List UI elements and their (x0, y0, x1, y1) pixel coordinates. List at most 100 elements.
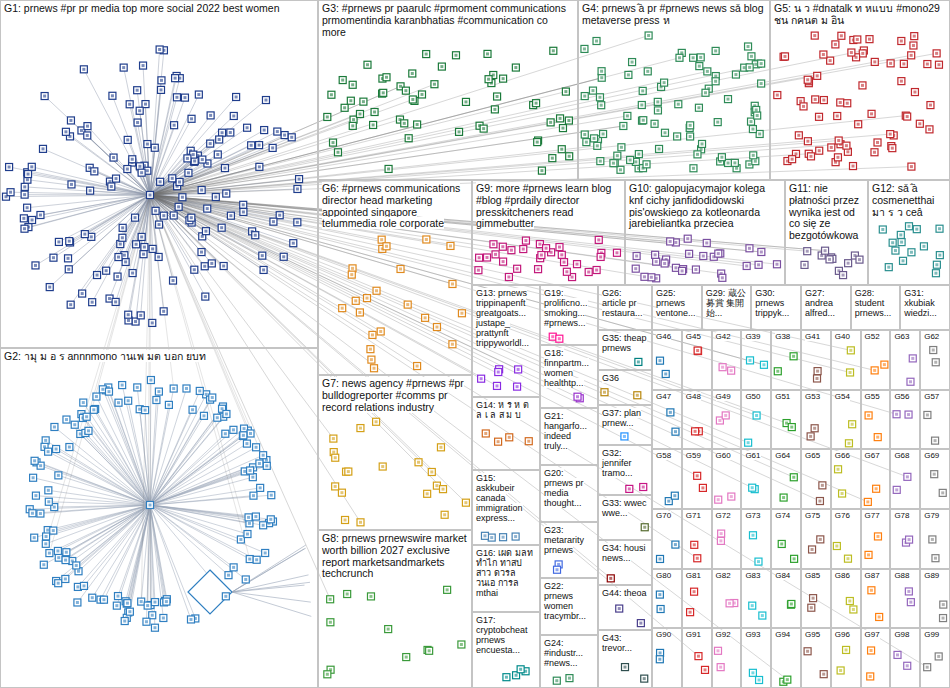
vertex-icon (254, 515, 257, 518)
vertex-icon (362, 100, 365, 103)
vertex-icon (344, 518, 347, 521)
vertex-square (173, 94, 180, 101)
vertex-icon (47, 500, 50, 503)
vertex-icon (645, 163, 648, 166)
vertex-square (781, 53, 788, 60)
edge-line (58, 475, 150, 505)
vertex-square (807, 153, 814, 160)
edge-line (127, 505, 150, 603)
vertex-square (535, 266, 542, 273)
vertex-icon (492, 243, 495, 246)
vertex-square (137, 312, 144, 319)
vertex-icon (283, 134, 286, 137)
vertex-icon (478, 256, 481, 259)
vertex-square (397, 265, 404, 272)
vertex-icon (349, 99, 352, 102)
vertex-icon (730, 495, 733, 498)
vertex-icon (836, 156, 839, 159)
vertex-square (114, 273, 121, 280)
vertex-square (684, 235, 691, 242)
vertex-icon (555, 679, 558, 682)
vertex-square (153, 397, 160, 404)
vertex-icon (564, 90, 567, 93)
vertex-square (81, 231, 88, 238)
vertex-square (638, 101, 645, 108)
vertex-icon (714, 75, 717, 78)
vertex-icon (265, 464, 268, 467)
vertex-icon (140, 235, 143, 238)
vertex-icon (841, 492, 844, 495)
vertex-square (480, 125, 487, 132)
vertex-square (449, 341, 456, 348)
vertex-icon (416, 365, 419, 368)
vertex-icon (720, 156, 723, 159)
vertex-square (90, 406, 97, 413)
vertex-icon (750, 120, 753, 123)
vertex-square (163, 598, 170, 605)
vertex-square (133, 241, 140, 248)
edge-line (150, 471, 250, 505)
vertex-icon (69, 119, 72, 122)
vertex-icon (336, 151, 339, 154)
vertex-square (639, 87, 646, 94)
vertex-icon (158, 223, 161, 226)
vertex-square (170, 385, 177, 392)
vertex-icon (755, 108, 758, 111)
vertex-square (428, 468, 435, 475)
vertex-square (935, 61, 942, 68)
edge-line (150, 50, 864, 195)
vertex-square (687, 133, 694, 140)
vertex-icon (39, 214, 42, 217)
vertex-square (74, 599, 81, 606)
vertex-icon (67, 268, 70, 271)
vertex-icon (696, 349, 699, 352)
edge-line (112, 96, 150, 195)
vertex-square (780, 494, 787, 501)
vertex-square (263, 462, 270, 469)
vertex-square (50, 254, 57, 261)
vertex-icon (23, 185, 26, 188)
vertex-icon (915, 228, 918, 231)
vertex-icon (32, 476, 35, 479)
vertex-icon (91, 301, 94, 304)
edge-line (150, 195, 293, 243)
vertex-icon (686, 237, 689, 240)
vertex-icon (847, 442, 850, 445)
vertex-icon (464, 501, 467, 504)
vertex-square (864, 498, 871, 505)
vertex-icon (245, 442, 248, 445)
edge-line (232, 592, 311, 602)
vertex-square (849, 421, 856, 428)
vertex-icon (597, 238, 600, 241)
vertex-square (522, 237, 529, 244)
vertex-icon (674, 266, 677, 269)
vertex-square (89, 299, 96, 306)
vertex-icon (123, 254, 126, 257)
vertex-square (37, 212, 44, 219)
edge-line (150, 49, 160, 195)
vertex-icon (716, 121, 719, 124)
vertex-icon (699, 56, 702, 59)
vertex-icon (754, 63, 757, 66)
vertex-icon (39, 464, 42, 467)
vertex-square (73, 562, 80, 569)
vertex-icon (486, 256, 489, 259)
vertex-icon (585, 141, 588, 144)
edge-line (150, 58, 679, 195)
vertex-icon (839, 101, 842, 104)
edge-line (150, 86, 401, 195)
vertex-square (559, 125, 566, 132)
vertex-icon (381, 465, 384, 468)
vertex-icon (775, 263, 778, 266)
vertex-icon (57, 582, 60, 585)
vertex-square (832, 41, 839, 48)
vertex-icon (751, 534, 754, 537)
vertex-square (755, 558, 762, 565)
vertex-square (108, 183, 115, 190)
vertex-icon (387, 628, 390, 631)
vertex-icon (31, 218, 34, 221)
vertex-icon (846, 102, 849, 105)
vertex-icon (889, 133, 892, 136)
vertex-icon (910, 251, 913, 254)
edge-line (150, 67, 750, 195)
